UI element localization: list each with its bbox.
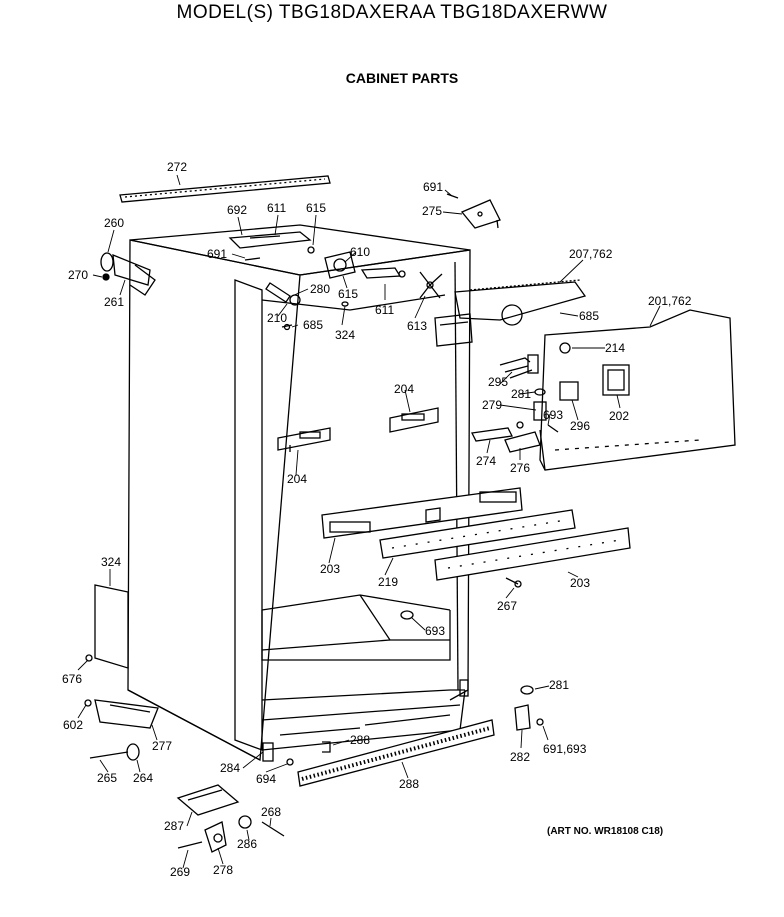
callout-261: 261 xyxy=(104,295,124,309)
part-207-evap-cover xyxy=(434,279,587,347)
callout-288: 288 xyxy=(350,733,370,747)
callout-676: 676 xyxy=(62,672,82,686)
callout-615-b: 615 xyxy=(338,287,358,301)
part-324-clip xyxy=(341,301,414,620)
callout-275: 275 xyxy=(422,204,442,218)
callout-274: 274 xyxy=(476,454,496,468)
part-274-276-bracket xyxy=(471,421,541,453)
part-279-281-thermostat xyxy=(533,388,559,433)
callout-602: 602 xyxy=(63,718,83,732)
callout-685: 685 xyxy=(303,318,323,332)
callout-276: 276 xyxy=(510,461,530,475)
callout-324-b: 693 xyxy=(425,624,445,638)
callout-296: 296 xyxy=(570,419,590,433)
section-title: CABINET PARTS xyxy=(345,70,459,86)
part-295-wiring xyxy=(499,354,539,379)
callout-219: 219 xyxy=(378,575,398,589)
cabinet-body xyxy=(127,224,471,762)
callout-281-b: 281 xyxy=(549,678,569,692)
callout-201-762: 201,762 xyxy=(648,294,692,308)
callout-324: 324 xyxy=(335,328,355,342)
part-613-fan-blade xyxy=(419,271,443,299)
part-203-upper-rail xyxy=(321,487,523,539)
callout-287: 287 xyxy=(164,819,184,833)
callout-282: 282 xyxy=(510,750,530,764)
callout-693: 693 xyxy=(543,408,563,422)
callout-260: 260 xyxy=(104,216,124,230)
part-278-286-roller xyxy=(177,815,285,853)
callout-278: 278 xyxy=(213,863,233,877)
callout-202: 202 xyxy=(609,409,629,423)
callout-265: 265 xyxy=(97,771,117,785)
part-260-261-hinge xyxy=(100,252,156,296)
part-281-282 xyxy=(514,685,544,731)
part-267-panel xyxy=(85,584,129,669)
callout-286: 286 xyxy=(237,837,257,851)
callout-615: 615 xyxy=(306,201,326,215)
part-287-roller-bracket xyxy=(176,784,240,816)
callout-611-b: 611 xyxy=(375,303,394,317)
part-272-top-strip xyxy=(119,175,331,203)
callout-691-b: 691 xyxy=(207,247,227,261)
callout-693-b: 267 xyxy=(497,599,517,613)
callout-692: 692 xyxy=(227,203,247,217)
part-693-screw xyxy=(505,577,522,588)
part-277-602-bracket xyxy=(84,699,159,729)
callout-264: 264 xyxy=(133,771,153,785)
part-204-right-bracket xyxy=(389,407,439,433)
callout-267: 324 xyxy=(101,555,121,569)
callout-691: 691 xyxy=(423,180,443,194)
part-219-rail xyxy=(379,509,576,559)
callout-207-762: 207,762 xyxy=(569,247,613,261)
callout-611: 611 xyxy=(267,201,286,215)
callout-281: 281 xyxy=(511,387,531,401)
callout-280: 280 xyxy=(310,282,330,296)
callout-214: 214 xyxy=(605,341,625,355)
callout-204-b: 204 xyxy=(287,472,307,486)
callout-685-b: 685 xyxy=(579,309,599,323)
part-203-lower-rail xyxy=(434,527,631,581)
callout-203-b: 203 xyxy=(570,576,590,590)
callout-203: 203 xyxy=(320,562,340,576)
callout-270: 270 xyxy=(68,268,88,282)
callout-277: 277 xyxy=(152,739,172,753)
part-288-grille xyxy=(297,719,495,787)
callout-272: 272 xyxy=(167,160,187,174)
callout-268: 268 xyxy=(261,805,281,819)
callout-613: 613 xyxy=(407,319,427,333)
callout-295: 295 xyxy=(488,375,508,389)
callout-204: 204 xyxy=(394,382,414,396)
callout-labels: 272 691 275 260 692 611 615 691 610 207,… xyxy=(62,160,692,879)
part-280-210 xyxy=(265,282,301,331)
callout-279: 279 xyxy=(482,398,502,412)
model-title: MODEL(S) TBG18DAXERAA TBG18DAXERWW xyxy=(176,2,608,23)
callout-269: 269 xyxy=(170,865,190,879)
part-204-left-bracket xyxy=(277,427,331,452)
callout-288-b: 288 xyxy=(399,777,419,791)
part-610-615-fan-motor xyxy=(324,251,406,279)
part-201-control-panel xyxy=(539,309,736,471)
callout-210: 210 xyxy=(267,311,287,325)
callout-691-693: 691,693 xyxy=(543,742,587,756)
callout-610: 610 xyxy=(350,245,370,259)
callout-284: 284 xyxy=(220,761,240,775)
callout-694: 694 xyxy=(256,772,276,786)
part-284-694 xyxy=(262,742,294,766)
art-number: (ART NO. WR18108 C18) xyxy=(547,826,664,837)
part-611-692-bracket xyxy=(228,231,315,261)
leader-lines xyxy=(77,174,661,869)
part-265-264-leveler xyxy=(89,743,140,761)
part-275-691-bracket xyxy=(446,193,501,229)
